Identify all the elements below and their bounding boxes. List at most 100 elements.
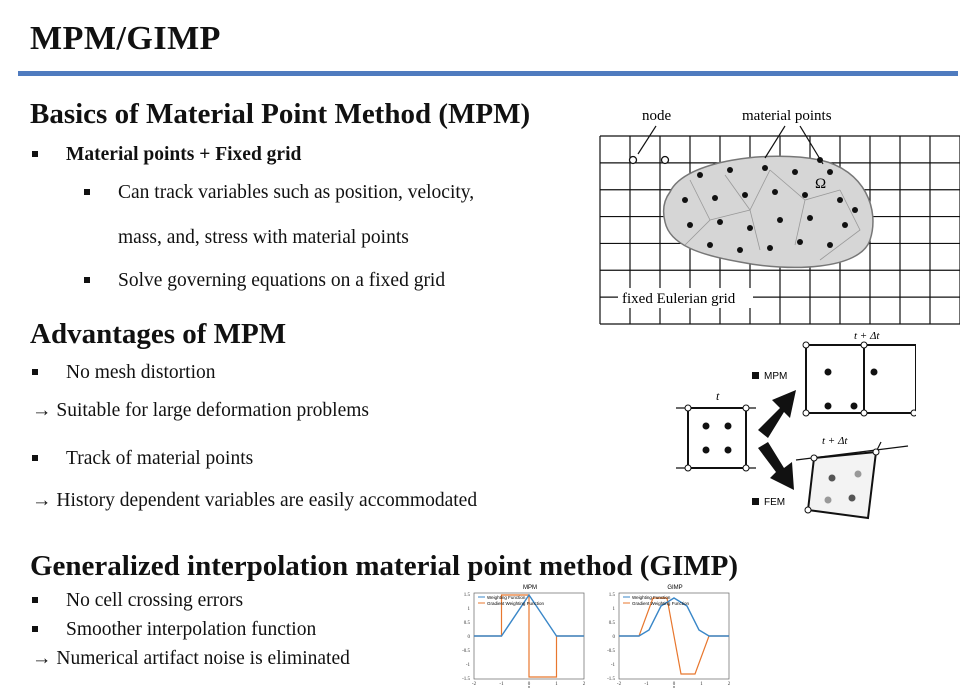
fem-square-icon (752, 498, 759, 505)
label-material-points: material points (742, 108, 832, 124)
label-t: t (716, 389, 720, 403)
bullet-icon (32, 625, 38, 632)
section-heading-basics: Basics of Material Point Method (MPM) (30, 98, 531, 130)
bullet-main: Material points + Fixed grid (32, 144, 301, 166)
arrow-to-fem-icon (758, 442, 794, 490)
plot-mpm-legend-weight: Weighting Function (487, 595, 526, 600)
svg-text:0.5: 0.5 (464, 621, 471, 626)
svg-text:-1: -1 (499, 682, 504, 687)
material-point (707, 242, 713, 248)
svg-text:2: 2 (728, 682, 731, 687)
label-t-dt-bottom: t + Δt (822, 435, 848, 447)
material-point (772, 189, 778, 195)
advantage-text: Track of material points (66, 448, 254, 469)
material-point (807, 215, 813, 221)
plot-gimp-xticks: -2 -1 0 1 2 (617, 682, 731, 687)
svg-text:-1: -1 (611, 663, 616, 668)
svg-text:1: 1 (555, 682, 558, 687)
sub-bullet-text: Can track variables such as position, ve… (118, 182, 475, 203)
svg-text:-1.5: -1.5 (607, 677, 615, 682)
bullet-icon (32, 368, 38, 375)
advantage-item-1: No mesh distortion (32, 362, 216, 384)
bullet-icon (84, 276, 90, 283)
material-point (742, 192, 748, 198)
material-point (697, 172, 703, 178)
gimp-text: Smoother interpolation function (66, 619, 317, 640)
grid-label-bg (618, 288, 753, 308)
advantage-item-3: Track of material points (32, 448, 253, 470)
material-point (797, 239, 803, 245)
label-omega: Ω (815, 176, 826, 192)
cell-time-t (687, 407, 747, 469)
svg-text:0.5: 0.5 (609, 621, 616, 626)
material-point (717, 219, 723, 225)
point-pointer (799, 125, 824, 165)
mpm-grid-diagram: node material points Ω fixed Eulerian gr… (599, 108, 960, 325)
plot-mpm: MPM 1.5 1 0.5 0 -0.5 -1 -1.5 -2 -1 0 1 2… (462, 585, 586, 688)
material-point (737, 247, 743, 253)
plot-mpm-xlabel: x (528, 684, 530, 688)
gimp-text: No cell crossing errors (66, 590, 244, 611)
gimp-item-1: No cell crossing errors (32, 590, 243, 612)
svg-text:-2: -2 (617, 682, 622, 687)
mpm-square-icon (752, 372, 759, 379)
svg-text:1: 1 (613, 607, 616, 612)
bullet-icon (32, 150, 38, 157)
arrow-to-mpm-icon (758, 390, 796, 438)
section-heading-advantages: Advantages of MPM (30, 318, 287, 350)
bullet-icon (32, 454, 38, 461)
material-point (827, 242, 833, 248)
material-points (682, 157, 858, 253)
material-point (777, 217, 783, 223)
svg-text:-1: -1 (466, 663, 471, 668)
material-point (712, 195, 718, 201)
sub-bullet-1: Can track variables such as position, ve… (84, 182, 474, 204)
plot-mpm-xticks: -2 -1 0 1 2 (472, 682, 586, 687)
plot-gimp-title: GIMP (667, 585, 682, 591)
plot-mpm-title: MPM (523, 585, 537, 591)
material-point (762, 165, 768, 171)
slide-title: MPM/GIMP (30, 20, 221, 57)
plot-gimp-yticks: 1.5 1 0.5 0 -0.5 -1 -1.5 (607, 593, 615, 682)
plot-mpm-gradient-line (474, 594, 584, 678)
svg-text:0: 0 (673, 682, 676, 687)
node-marker (628, 155, 638, 165)
svg-text:0: 0 (468, 635, 471, 640)
svg-text:0: 0 (613, 635, 616, 640)
sub-bullet-1-cont: mass, and, stress with material points (118, 227, 409, 248)
node-marker (660, 155, 670, 165)
plot-gimp-gradient-line (619, 597, 729, 675)
plot-gimp-xlabel: x (673, 684, 675, 688)
mpm-fem-diagram: t t + Δt MPM t + Δt FEM (676, 330, 916, 520)
plot-gimp-legend-gradient: Gradient Weighting Function (632, 601, 689, 606)
deformed-element (806, 450, 878, 520)
label-t-dt-top: t + Δt (854, 330, 880, 342)
bullet-icon (84, 188, 90, 195)
material-point (802, 192, 808, 198)
bullet-icon (32, 596, 38, 603)
plot-mpm-legend-gradient: Gradient Weighting Function (487, 601, 544, 606)
svg-text:-1: -1 (644, 682, 649, 687)
material-point (747, 225, 753, 231)
svg-text:2: 2 (583, 682, 586, 687)
plot-gimp-weight-line (619, 597, 729, 637)
material-point (687, 222, 693, 228)
advantage-item-4: → History dependent variables are easily… (32, 490, 478, 511)
material-point-cells (684, 169, 861, 261)
svg-text:1: 1 (468, 607, 471, 612)
label-fem: FEM (764, 497, 785, 508)
advantage-item-2: → Suitable for large deformation problem… (32, 400, 370, 421)
material-point (727, 167, 733, 173)
plot-mpm-yticks: 1.5 1 0.5 0 -0.5 -1 -1.5 (462, 593, 470, 682)
node-pointer (637, 125, 657, 155)
svg-text:1.5: 1.5 (609, 593, 616, 598)
plot-gimp: GIMP 1.5 1 0.5 0 -0.5 -1 -1.5 -2 -1 0 1 … (607, 585, 731, 688)
plot-gimp-legend-weight: Weighting Function (632, 595, 671, 600)
sub-bullet-2: Solve governing equations on a fixed gri… (84, 270, 445, 292)
point-pointer (764, 125, 786, 159)
material-point (792, 169, 798, 175)
material-domain (662, 155, 874, 269)
bullet-main-text: Material points + Fixed grid (66, 144, 302, 165)
svg-text:-1.5: -1.5 (462, 677, 470, 682)
svg-text:1: 1 (700, 682, 703, 687)
